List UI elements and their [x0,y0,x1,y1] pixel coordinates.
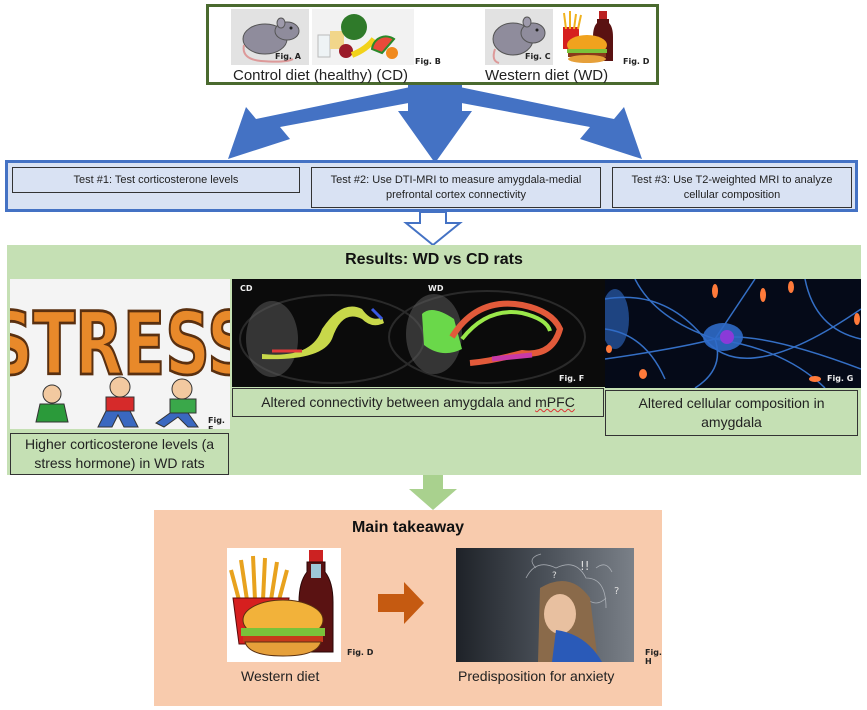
test-2-label: Test #2: Use DTI-MRI to measure amygdala… [330,173,582,201]
dti-tract-icon [239,290,586,384]
test-3-box: Test #3: Use T2-weighted MRI to analyze … [612,167,852,208]
neuron-caption: Altered cellular composition in amygdala [638,395,825,430]
fig-c-label: Fig. C [525,52,551,61]
healthy-food-icon [317,14,398,59]
stress-illustration-icon: STRESS [10,292,230,428]
dti-mri-image: CD WD Fig. F [232,279,605,387]
arrow-to-test-1 [228,85,430,159]
fast-food-image [559,9,619,67]
stress-image: STRESS Fig. E [10,279,230,429]
dti-caption-term: mPFC [535,394,575,410]
dti-cd-label: CD [240,284,253,293]
takeaway-panel: Main takeaway Fig. D Western diet [154,510,662,706]
anxious-person-icon: !! ? ? [525,553,619,662]
fig-d-label: Fig. D [623,57,650,66]
western-diet-image [227,548,341,662]
arrow-to-test-2 [398,85,472,163]
test-1-box: Test #1: Test corticosterone levels [12,167,300,193]
anxiety-caption: Predisposition for anxiety [458,668,615,684]
fig-e-label: Fig. E [208,416,225,429]
fig-h-label: Fig. H [645,648,662,666]
fig-a-label: Fig. A [275,52,301,61]
rat-icon [492,16,546,64]
fig-d-takeaway-label: Fig. D [347,648,374,657]
dti-caption-box: Altered connectivity between amygdala an… [232,388,604,417]
western-diet-caption: Western diet (WD) [485,67,609,84]
dti-caption-text: Altered connectivity between amygdala an… [261,394,536,410]
anxiety-image: !! ? ? [456,548,634,662]
results-title: Results: WD vs CD rats [345,251,523,268]
diet-groups-box: Fig. A Fig. B Control diet (healthy) (CD… [206,4,659,85]
test-2-box: Test #2: Use DTI-MRI to measure amygdala… [311,167,601,208]
fig-g-label: Fig. G [827,374,854,383]
western-rat-image: Fig. C [485,9,553,65]
cause-effect-arrow [378,582,424,624]
arrow-down-to-takeaway [409,475,457,510]
test-1-label: Test #1: Test corticosterone levels [73,173,239,186]
control-diet-caption: Control diet (healthy) (CD) [233,67,409,84]
dti-wd-label: WD [428,284,444,293]
neuron-image: Fig. G [605,279,861,388]
fast-food-icon [229,550,334,657]
fig-b-label: Fig. B [415,57,441,66]
fast-food-icon [563,11,613,63]
western-diet-caption: Western diet [241,668,320,684]
neuron-network-icon [605,279,861,388]
arrow-to-test-3 [440,85,642,159]
branch-arrows [228,85,642,163]
svg-text:?: ? [614,586,619,597]
stress-caption-box: Higher corticosterone levels (a stress h… [10,433,229,475]
results-panel: Results: WD vs CD rats STRESS Fig. E Hig… [7,245,861,475]
dti-caption: Altered connectivity between amygdala an… [261,393,575,412]
tests-panel: Test #1: Test corticosterone levels Test… [5,160,858,212]
svg-text:?: ? [552,571,557,581]
neuron-caption-box: Altered cellular composition in amygdala [605,390,858,436]
healthy-food-image [312,9,414,65]
arrow-down-to-results [403,211,463,247]
control-rat-image: Fig. A [231,9,309,65]
svg-text:!!: !! [580,559,590,573]
takeaway-title: Main takeaway [351,519,465,536]
fig-f-label: Fig. F [559,374,585,383]
rat-icon [242,17,300,63]
stress-caption: Higher corticosterone levels (a stress h… [24,436,215,471]
test-3-label: Test #3: Use T2-weighted MRI to analyze … [631,173,833,201]
